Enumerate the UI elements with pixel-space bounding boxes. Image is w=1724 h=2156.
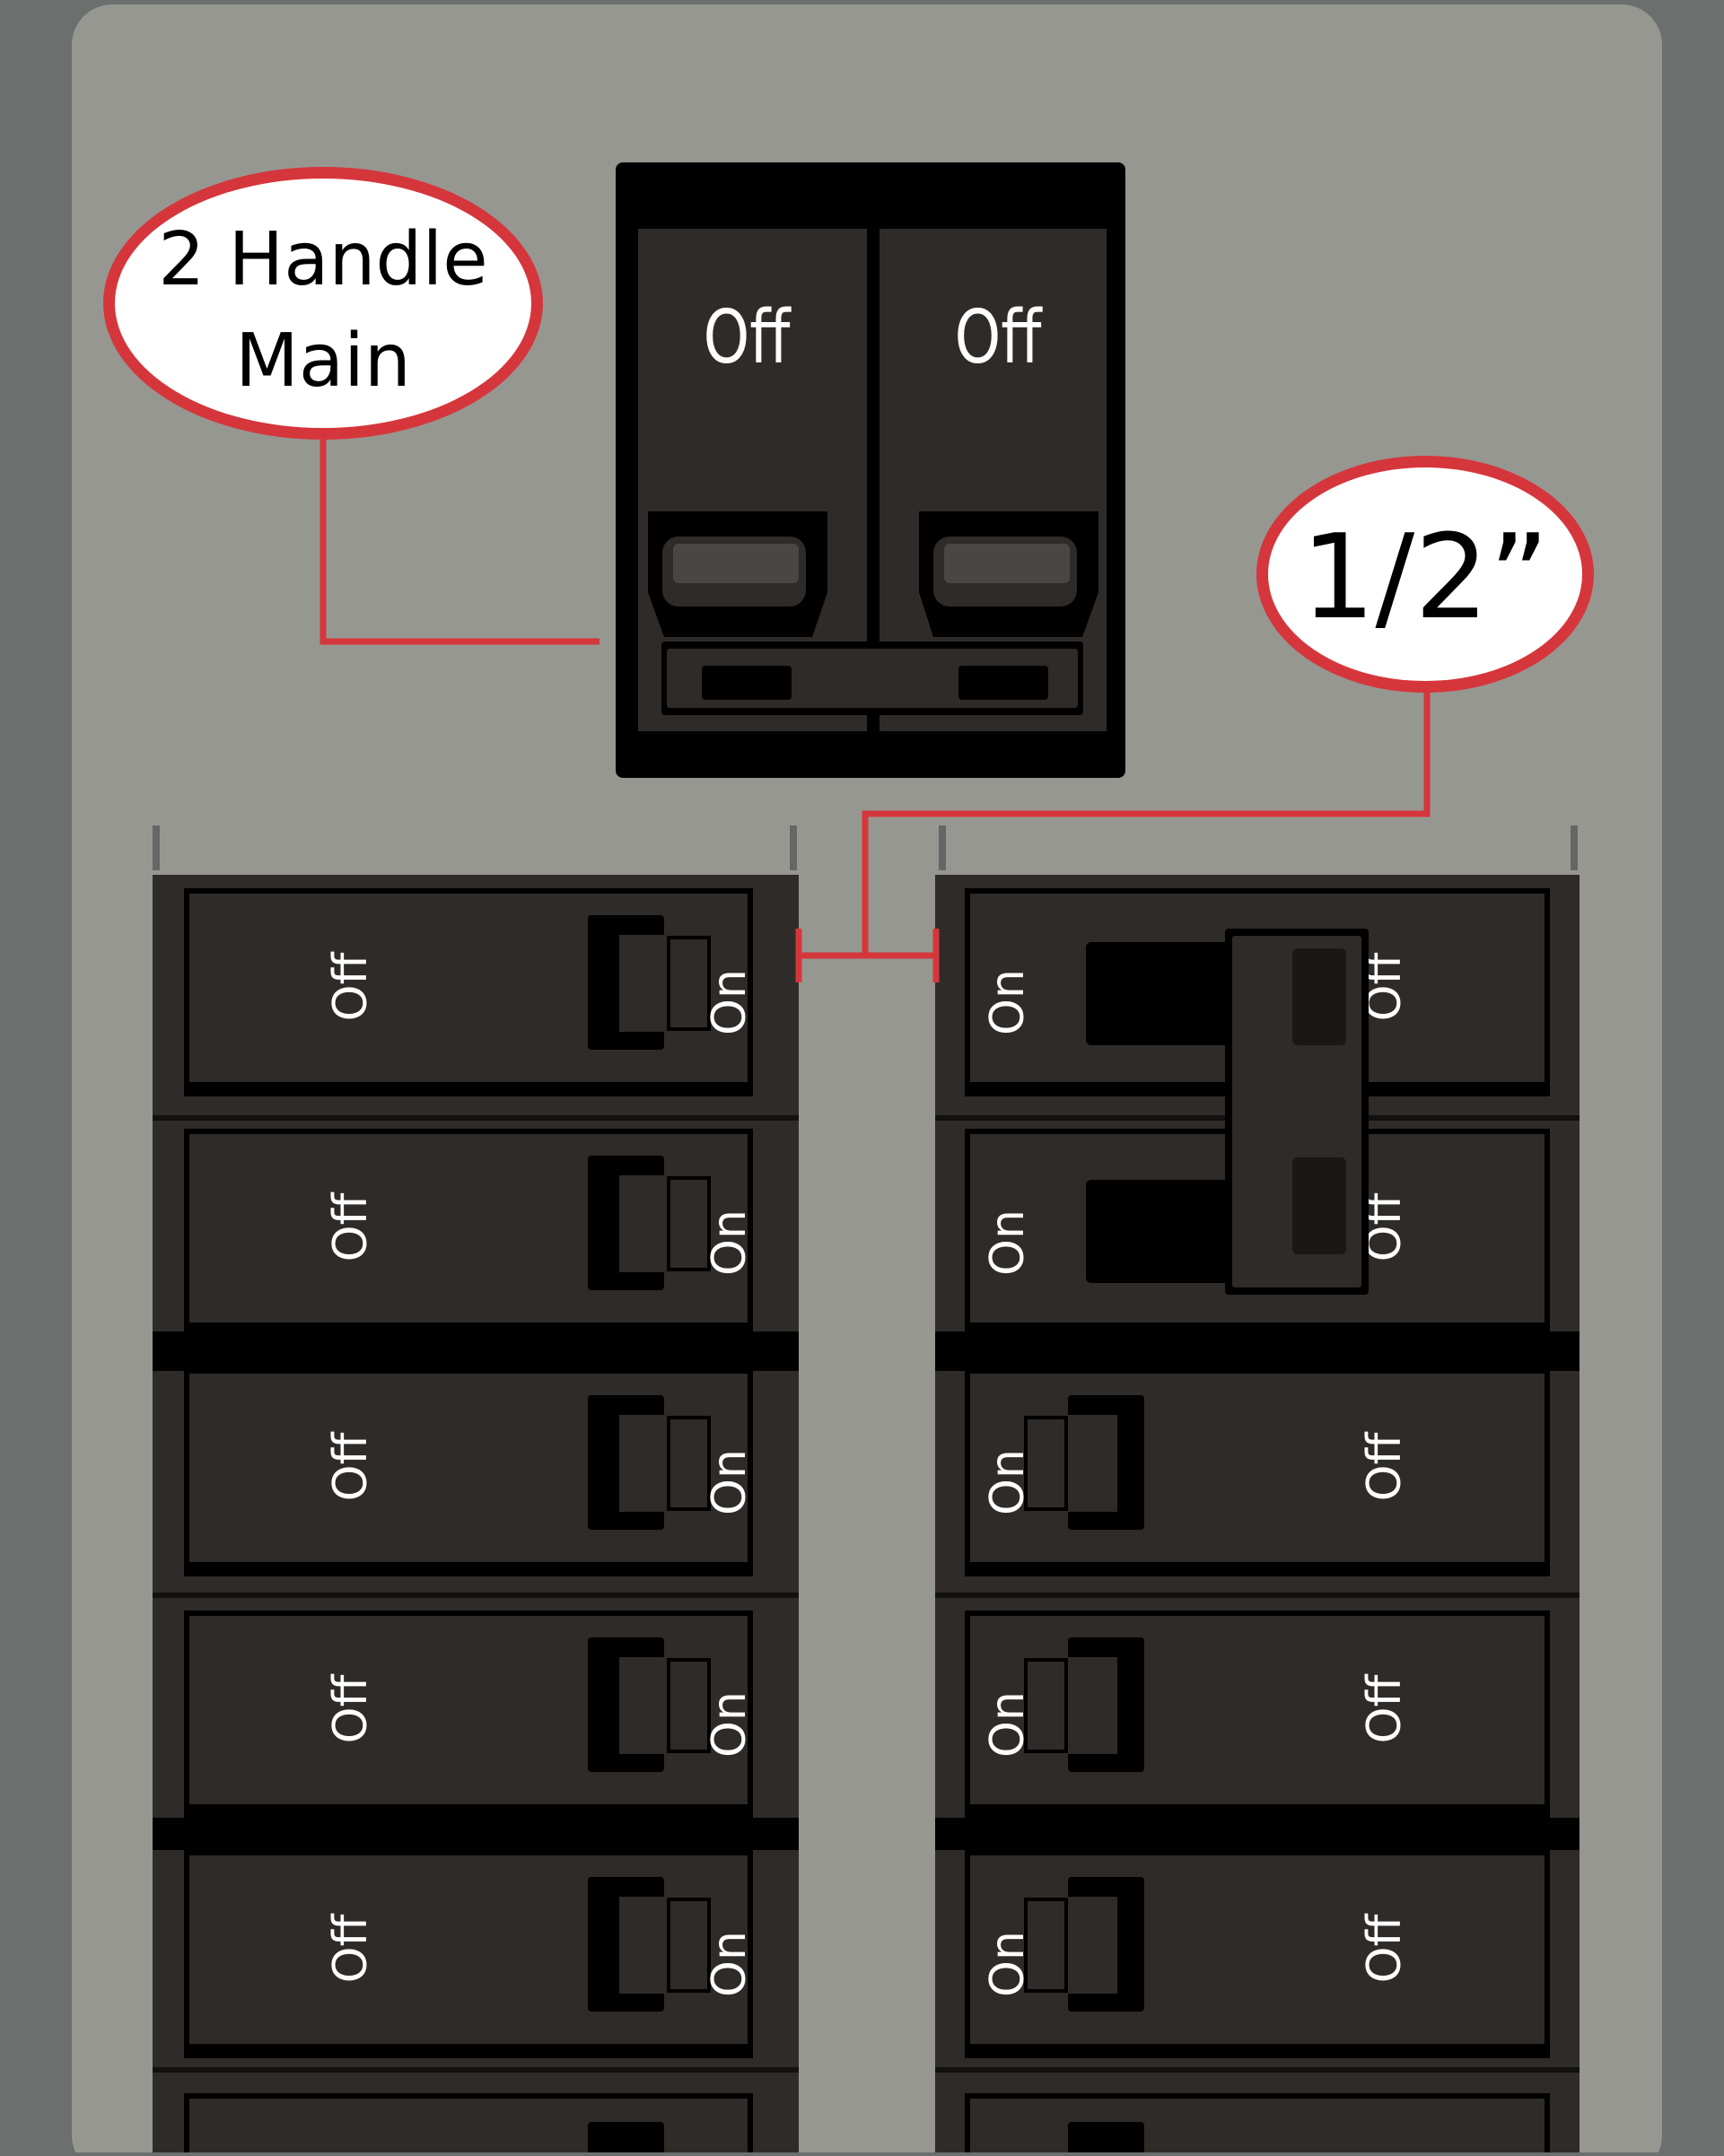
main-breaker-right-label: Off (955, 294, 1043, 380)
main-handle-tie-bar (661, 642, 1083, 715)
main-callout-leader (319, 440, 599, 645)
right-breaker-handle[interactable] (1024, 1877, 1144, 2012)
left-breaker-handle[interactable] (588, 1395, 711, 1530)
main-callout-line1: 2 Handle (158, 217, 487, 302)
main-callout-line2: Main (235, 319, 411, 404)
left-breaker-handle[interactable] (588, 1156, 711, 1290)
right-breaker-row: On Off (965, 1368, 1550, 1576)
main-right-handle[interactable] (919, 511, 1098, 637)
right-breaker-on-label: On (981, 1931, 1035, 1997)
main-left-handle[interactable] (648, 511, 827, 637)
left-breaker-on-label: On (703, 1691, 757, 1758)
left-breaker-on-label: On (703, 969, 757, 1035)
left-breaker-off-label: Off (324, 1431, 378, 1501)
right-breaker-on-label: On (981, 1449, 1035, 1515)
right-breaker-handle[interactable] (1024, 1637, 1144, 1772)
left-breaker-on-label: On (703, 1209, 757, 1276)
spacing-callout-text: 1/2” (1301, 509, 1550, 645)
right-breaker-on-label: On (981, 1209, 1035, 1276)
left-breaker-handle[interactable] (588, 1877, 711, 2012)
right-breaker-row: On Off (965, 1610, 1550, 1819)
left-breaker-off-label: Off (324, 1913, 378, 1983)
right-breaker-on-label: On (981, 969, 1035, 1035)
right-breaker-handle[interactable] (1024, 1395, 1144, 1530)
spacing-callout: 1/2” (1256, 456, 1594, 693)
partial-bottom-row (184, 2093, 1550, 2156)
right-breaker-off-label: Off (1358, 1673, 1412, 1743)
left-breaker-row: Off On (184, 1368, 757, 1576)
main-breaker-left-label: Off (704, 294, 792, 380)
left-breaker-on-label: On (703, 1931, 757, 1997)
left-breaker-off-label: Off (324, 951, 378, 1021)
right-breaker-on-label: On (981, 1691, 1035, 1758)
left-breaker-row: Off On (184, 888, 757, 1096)
right-breaker-off-label: Off (1358, 1431, 1412, 1501)
right-tandem-handle[interactable] (1086, 929, 1369, 1295)
left-breaker-row: Off On (184, 1610, 757, 1819)
left-breaker-on-label: On (703, 1449, 757, 1515)
left-breaker-row: Off On (184, 1129, 757, 1337)
right-breaker-row: On Off (965, 1850, 1550, 2058)
main-callout: 2 Handle Main (103, 167, 543, 440)
left-breaker-handle[interactable] (588, 915, 711, 1050)
spacing-dimension-marker (795, 929, 940, 982)
main-breaker: Off Off (616, 162, 1125, 778)
left-breaker-row: Off On (184, 1850, 757, 2058)
right-breaker-off-label: Off (1358, 1913, 1412, 1983)
left-breaker-handle[interactable] (588, 1637, 711, 1772)
left-breaker-off-label: Off (324, 1191, 378, 1261)
spacing-callout-leader (862, 691, 1431, 956)
left-breaker-off-label: Off (324, 1673, 378, 1743)
